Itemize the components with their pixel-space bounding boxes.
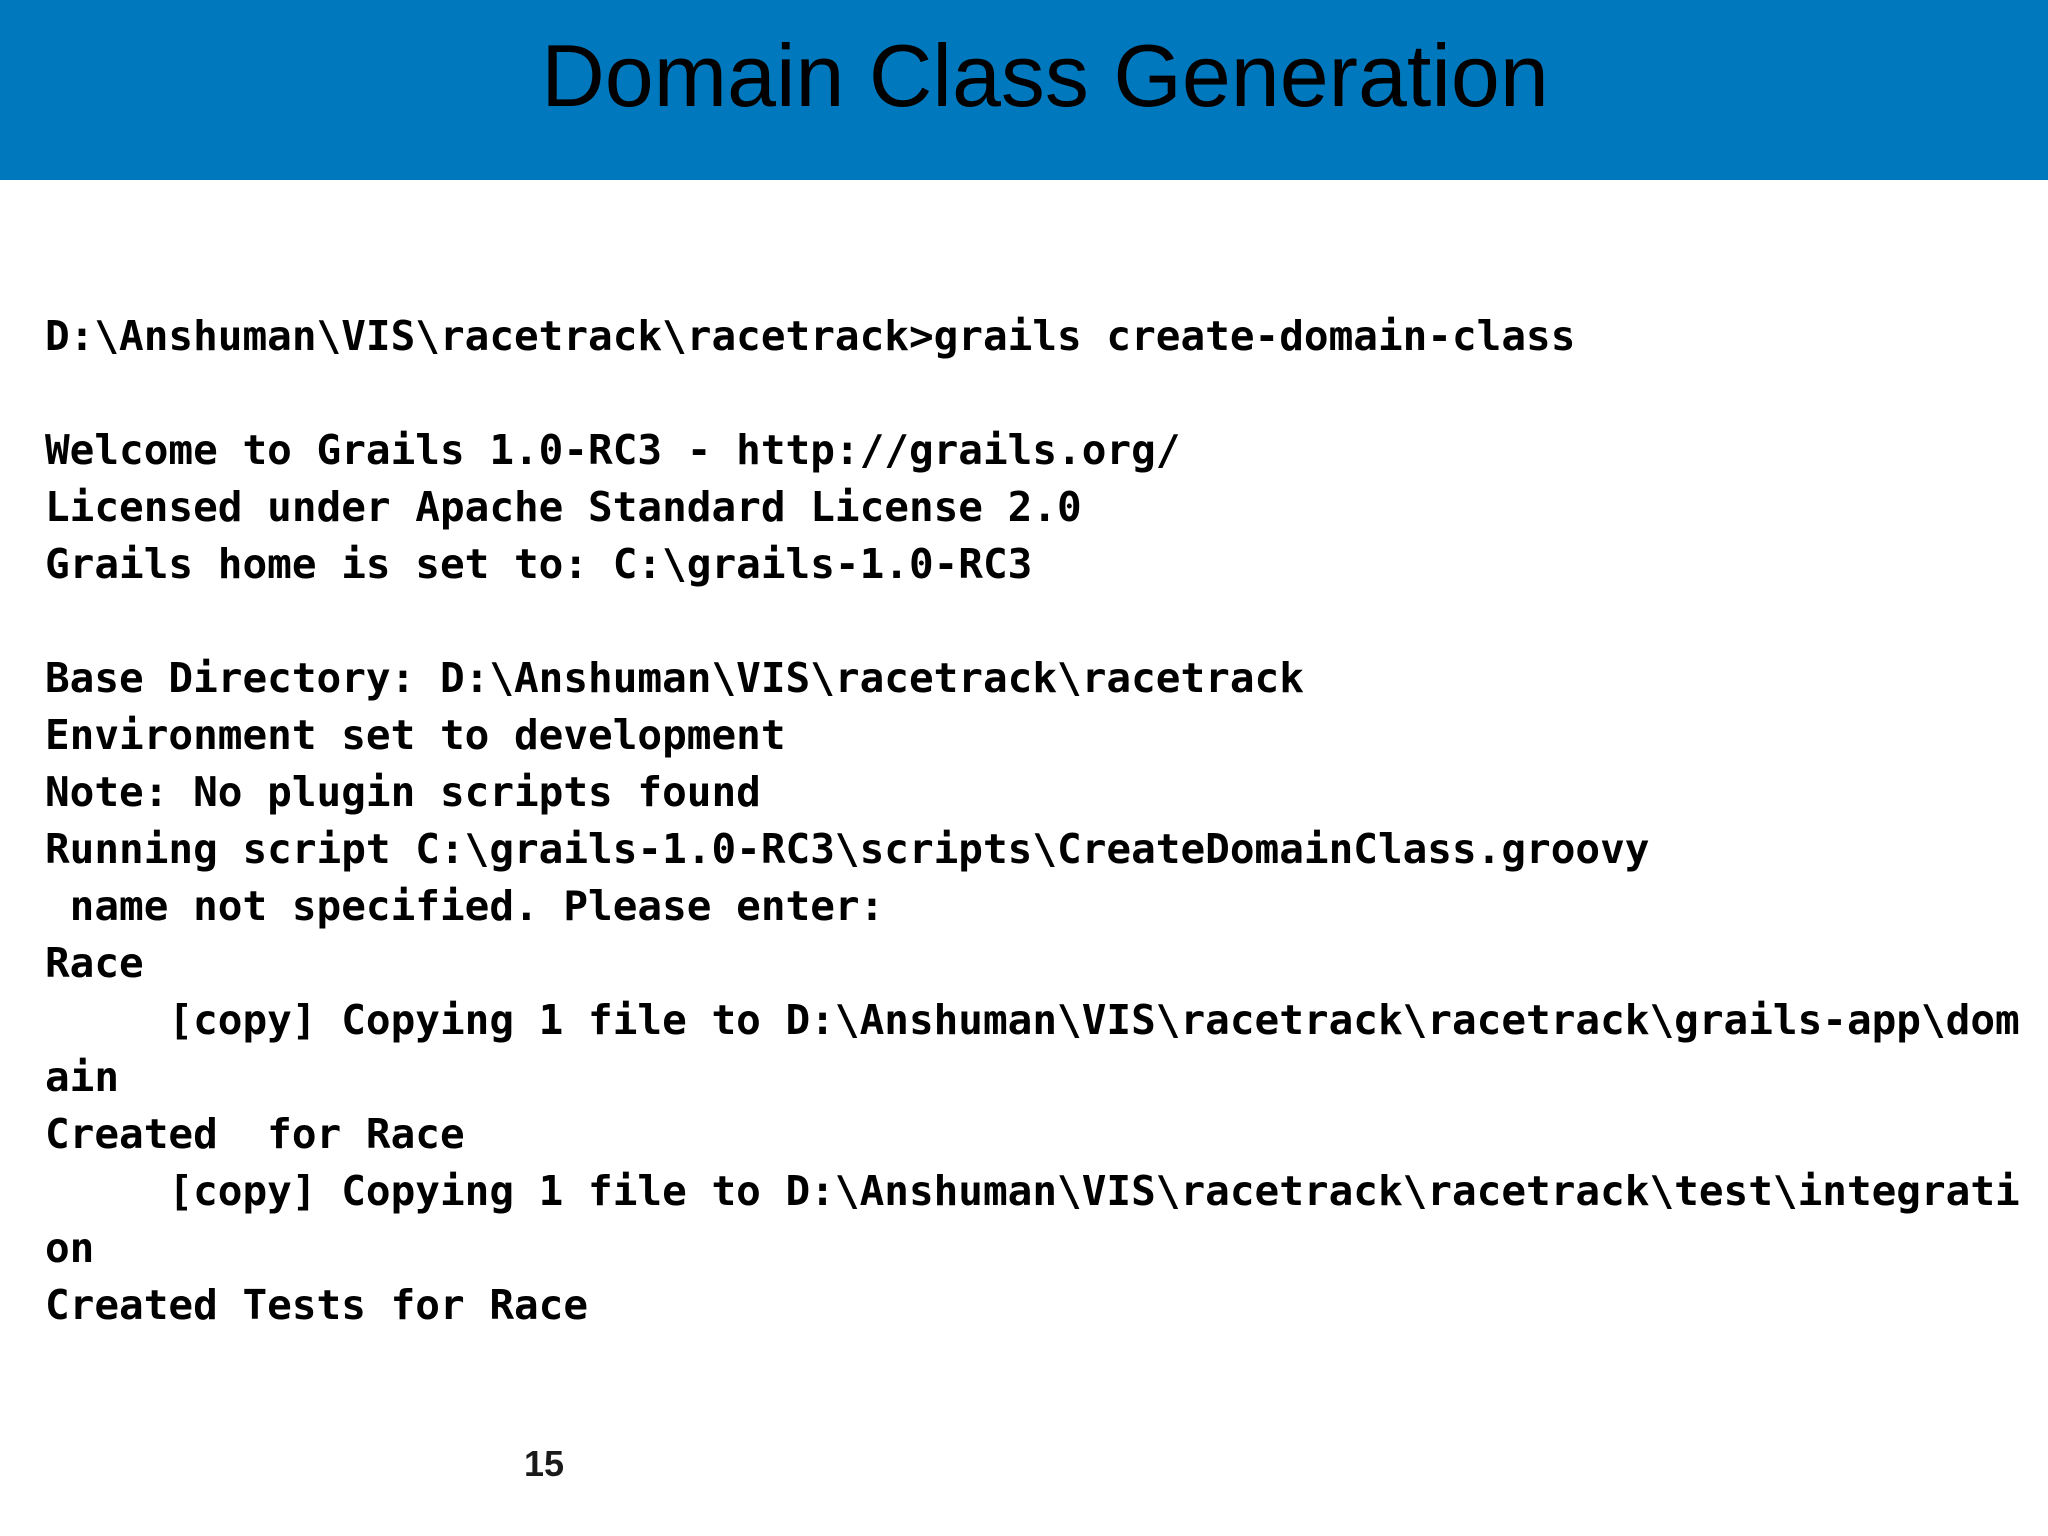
terminal-line: Environment set to development (45, 711, 786, 759)
page-number: 15 (524, 1443, 565, 1484)
terminal-line: Grails home is set to: C:\grails-1.0-RC3 (45, 540, 1033, 588)
terminal-line: D:\Anshuman\VIS\racetrack\racetrack>grai… (45, 312, 1576, 360)
terminal-line: [copy] Copying 1 file to D:\Anshuman\VIS… (45, 1167, 2020, 1215)
terminal-line: Note: No plugin scripts found (45, 768, 761, 816)
terminal-line (45, 365, 2035, 422)
terminal-line: Running script C:\grails-1.0-RC3\scripts… (45, 825, 1650, 873)
terminal-line (45, 593, 2035, 650)
terminal-line: Base Directory: D:\Anshuman\VIS\racetrac… (45, 654, 1304, 702)
terminal-line: Welcome to Grails 1.0-RC3 - http://grail… (45, 426, 1181, 474)
terminal-line: Created Tests for Race (45, 1281, 589, 1329)
terminal-output: D:\Anshuman\VIS\racetrack\racetrack>grai… (45, 308, 2035, 1334)
terminal-line: name not specified. Please enter: (45, 882, 885, 930)
terminal-line: Licensed under Apache Standard License 2… (45, 483, 1082, 531)
title-bar: Domain Class Generation (0, 0, 2048, 180)
terminal-line: Created for Race (45, 1110, 465, 1158)
slide-title: Domain Class Generation (541, 26, 1549, 125)
terminal-line: ain (45, 1053, 120, 1101)
terminal-line: on (45, 1224, 95, 1272)
terminal-line: Race (45, 939, 144, 987)
terminal-line: [copy] Copying 1 file to D:\Anshuman\VIS… (45, 996, 2020, 1044)
